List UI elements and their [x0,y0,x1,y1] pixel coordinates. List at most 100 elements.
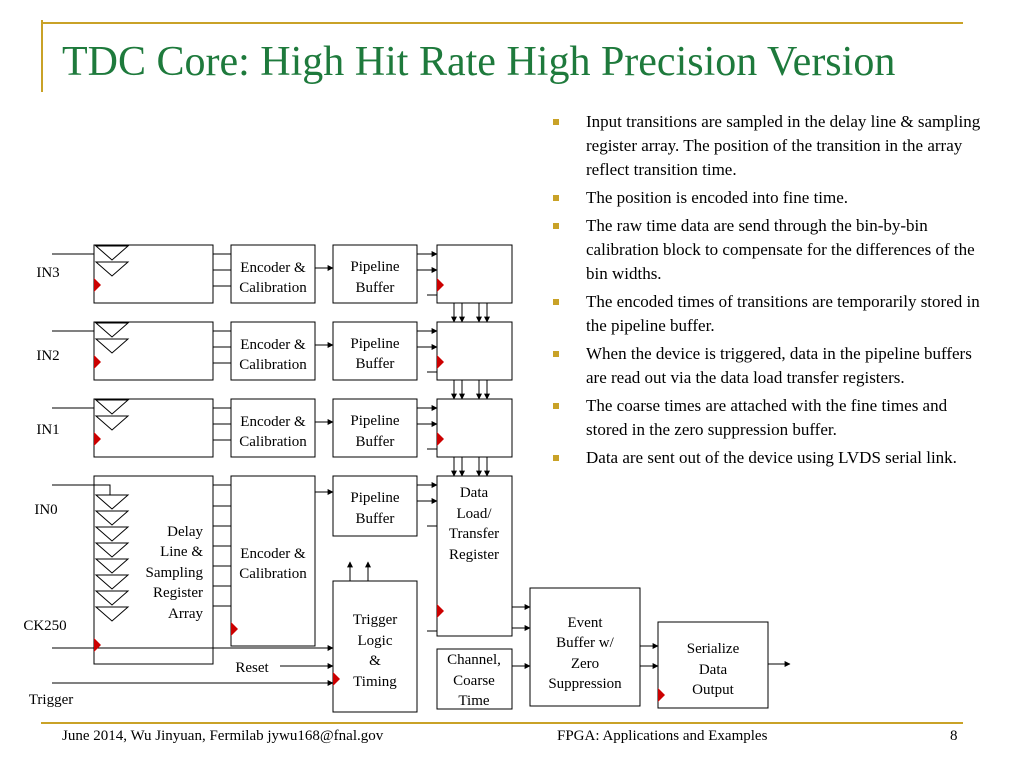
event-buffer-block [512,587,641,707]
serialize-label-line: Output [692,682,735,698]
bullet-item: The coarse times are attached with the f… [548,394,988,442]
serialize-label-line: Data [699,662,728,678]
clock-markers [94,278,665,702]
data-load-label-line: Register [449,547,499,563]
delay-line-label-line: Delay [167,524,203,540]
encoder-label-line: Calibration [239,280,307,296]
encoder-label-row3: Encoder & Calibration [239,260,307,296]
serialize-block [640,621,791,709]
data-load-label-line: Load/ [457,506,493,522]
pipeline-label-row1: Pipeline Buffer [350,413,400,450]
bullet-item: The position is encoded into fine time. [548,186,988,210]
pipeline-label-line: Pipeline [350,413,400,429]
bullet-list: Input transitions are sampled in the del… [548,110,988,474]
bullet-marker-icon [553,299,559,305]
channel-row-in2 [52,321,513,400]
event-buffer-label-line: Suppression [548,676,622,692]
bullet-text: The raw time data are send through the b… [586,216,975,283]
footer-course: FPGA: Applications and Examples [557,728,768,744]
event-buffer-label-line: Event [568,615,604,631]
clock-marker-icon [658,688,665,702]
bullet-marker-icon [553,223,559,229]
bullet-text: Input transitions are sampled in the del… [586,112,981,179]
encoder-label-line: Encoder & [240,337,306,353]
bullet-text: The coarse times are attached with the f… [586,396,948,439]
trigger-logic-label-line: Logic [358,633,393,649]
delay-line-label-line: Register [153,585,203,601]
trigger-logic-label-line: Trigger [353,612,397,628]
bullet-item: Data are sent out of the device using LV… [548,446,988,470]
trigger-logic-block [52,561,418,713]
slide-title: TDC Core: High Hit Rate High Precision V… [62,39,896,85]
encoder-label-line: Calibration [239,566,307,582]
pipeline-label-row3: Pipeline Buffer [350,259,400,296]
channel-coarse-label-line: Time [458,693,489,709]
bullet-text: The position is encoded into fine time. [586,188,849,207]
bullet-text: The encoded times of transitions are tem… [586,292,980,335]
bullet-item: The raw time data are send through the b… [548,214,988,286]
clock-marker-icon [94,432,101,446]
encoder-label-line: Calibration [239,434,307,450]
clock-marker-icon [437,604,444,618]
encoder-label-line: Encoder & [240,546,306,562]
encoder-label-line: Encoder & [240,414,306,430]
input-label-in2: IN2 [36,348,59,364]
pipeline-label-line: Buffer [356,511,395,527]
channel-coarse-label-line: Coarse [453,673,495,689]
channel-row-in3 [52,244,513,323]
delay-line-label: Delay Line & Sampling Register Array [145,524,203,622]
bullet-text: Data are sent out of the device using LV… [586,448,957,467]
clock-marker-icon [333,672,340,686]
channel-coarse-label: Channel, Coarse Time [447,652,501,709]
delay-line-label-line: Line & [160,544,203,560]
bullet-item: The encoded times of transitions are tem… [548,290,988,338]
clock-marker-icon [437,355,444,369]
encoder-label-line: Calibration [239,357,307,373]
data-load-label: Data Load/ Transfer Register [449,485,499,563]
bullet-item: Input transitions are sampled in the del… [548,110,988,182]
pipeline-label-line: Buffer [356,280,395,296]
clock-marker-icon [94,355,101,369]
channel-coarse-label-line: Channel, [447,652,501,668]
bullet-text: When the device is triggered, data in th… [586,344,972,387]
input-label-trigger: Trigger [29,692,73,708]
pipeline-label-line: Buffer [356,356,395,372]
event-buffer-label-line: Zero [571,656,599,672]
serialize-label-line: Serialize [687,641,740,657]
pipeline-label-row2: Pipeline Buffer [350,336,400,372]
trigger-logic-label: Trigger Logic & Timing [353,612,398,690]
delay-line-label-line: Array [168,606,203,622]
bullet-marker-icon [553,455,559,461]
pipeline-label-line: Buffer [356,434,395,450]
footer-author: June 2014, Wu Jinyuan, Fermilab jywu168@… [62,728,384,744]
input-label-ck250: CK250 [23,618,66,634]
bullet-marker-icon [553,119,559,125]
trigger-logic-label-line: & [369,653,381,669]
title-accent-bar [41,20,43,92]
input-label-in0: IN0 [34,502,57,518]
footer-rule [41,722,963,724]
channel-row-in0 [52,475,513,665]
input-label-in3: IN3 [36,265,59,281]
channel-coarse-time-block [436,648,513,710]
bullet-item: When the device is triggered, data in th… [548,342,988,390]
clock-marker-icon [437,432,444,446]
reset-label: Reset [235,660,269,676]
footer-page-number: 8 [950,728,958,744]
delay-line-label-line: Sampling [145,565,203,581]
trigger-logic-label-line: Timing [353,674,397,690]
event-buffer-label: Event Buffer w/ Zero Suppression [548,615,622,692]
pipeline-label-row0: Pipeline Buffer [350,490,400,527]
serialize-label: Serialize Data Output [687,641,740,698]
event-buffer-label-line: Buffer w/ [556,635,614,651]
encoder-label-line: Encoder & [240,260,306,276]
encoder-label-row0: Encoder & Calibration [239,546,307,582]
header-rule [41,22,963,24]
encoder-label-row2: Encoder & Calibration [239,337,307,373]
clock-marker-icon [94,278,101,292]
pipeline-label-line: Pipeline [350,259,400,275]
clock-marker-icon [231,622,238,636]
clock-marker-icon [94,638,101,652]
data-load-label-line: Data [460,485,489,501]
input-label-in1: IN1 [36,422,59,438]
